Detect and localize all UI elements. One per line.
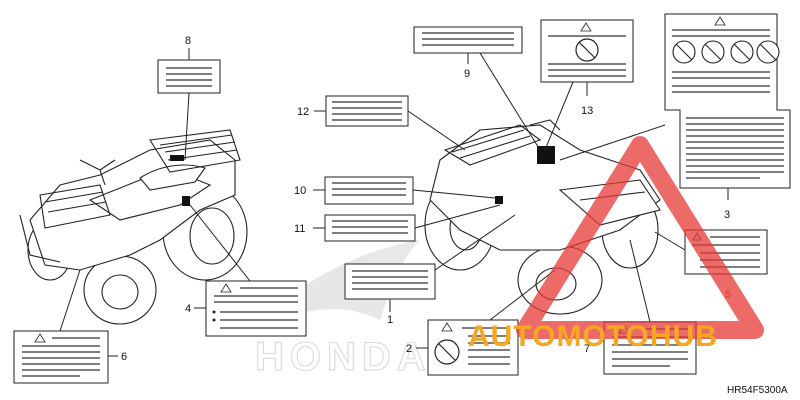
callout-13: 13 bbox=[581, 105, 593, 117]
callout-3: 3 bbox=[724, 209, 730, 221]
label-12: 12 bbox=[297, 95, 466, 151]
callout-8: 8 bbox=[185, 35, 191, 47]
label-6: 6 bbox=[13, 269, 127, 384]
callout-4: 4 bbox=[185, 303, 191, 315]
callout-9: 9 bbox=[464, 68, 470, 80]
callout-6: 6 bbox=[121, 351, 127, 363]
callout-7: 7 bbox=[584, 343, 590, 355]
watermark-hub: HUB bbox=[650, 320, 718, 353]
callout-10: 10 bbox=[294, 185, 306, 197]
callout-12: 12 bbox=[297, 106, 309, 118]
label-1: 1 bbox=[344, 214, 516, 326]
label-2: 2 bbox=[406, 269, 556, 376]
watermark-triangle-icon bbox=[516, 136, 764, 339]
automotohub-watermark: AUTOMOTOHUB bbox=[468, 136, 764, 353]
watermark-text: AUTOMOTOHUB bbox=[468, 320, 718, 353]
label-8: 8 bbox=[157, 35, 221, 161]
part-code: HR54F5300A bbox=[727, 385, 788, 396]
label-11: 11 bbox=[294, 204, 501, 242]
label-4: 4 bbox=[185, 204, 307, 337]
atv-front-view bbox=[19, 129, 248, 325]
label-9: 9 bbox=[413, 26, 541, 151]
watermark-moto: MOTO bbox=[556, 320, 649, 353]
honda-logo-text: HONDA bbox=[255, 335, 432, 379]
label-3: 3 bbox=[559, 13, 791, 221]
label-10: 10 bbox=[294, 176, 496, 205]
watermark-auto: AUTO bbox=[468, 320, 556, 353]
callout-11: 11 bbox=[294, 223, 305, 235]
callout-1: 1 bbox=[387, 314, 393, 326]
callout-2: 2 bbox=[406, 343, 412, 355]
label-13: 13 bbox=[540, 19, 634, 151]
